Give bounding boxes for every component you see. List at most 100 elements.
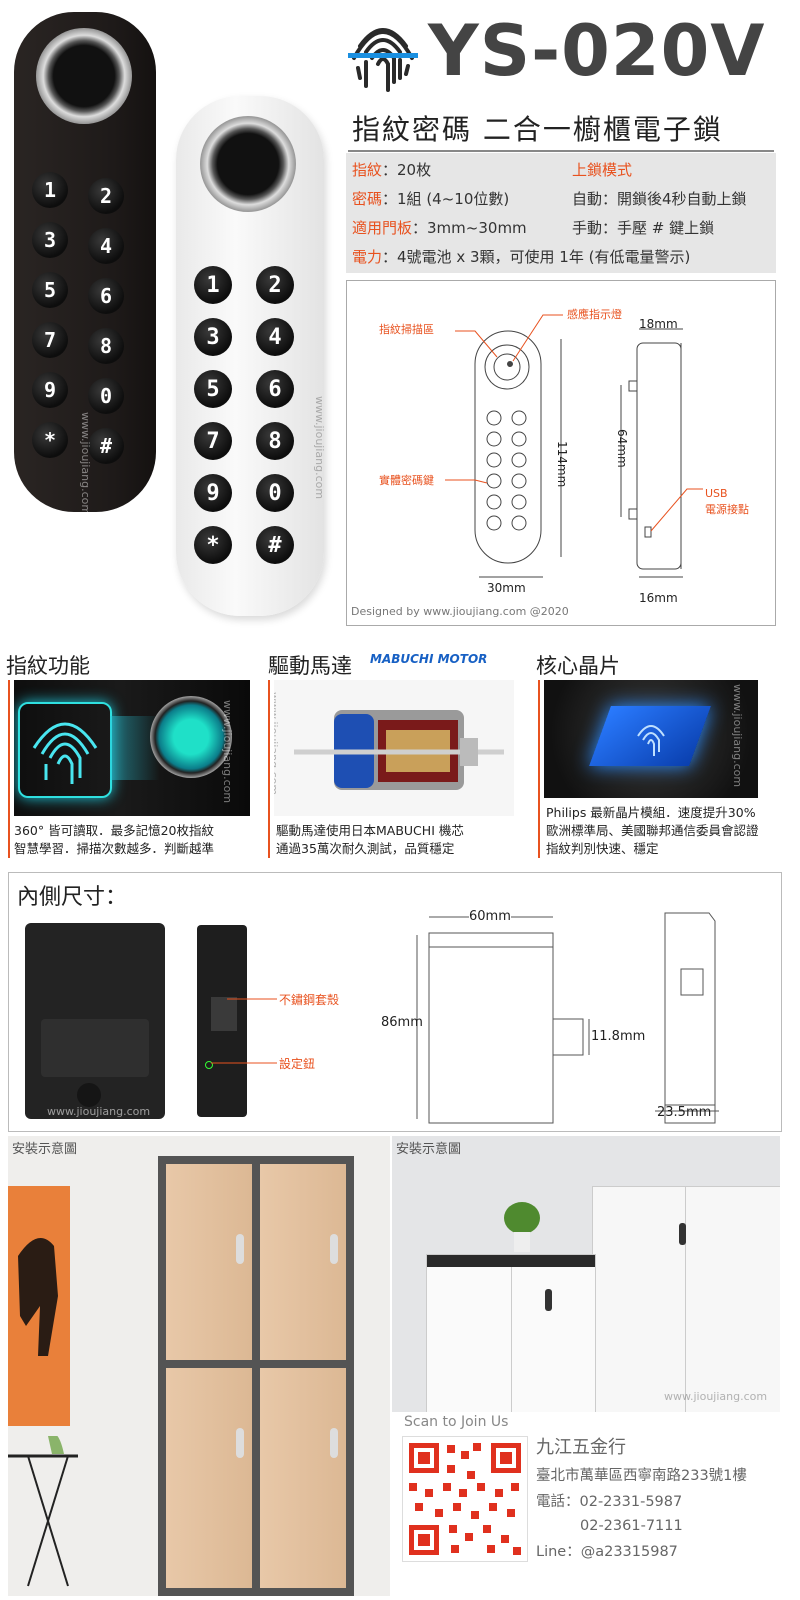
keypad-key: 1: [194, 266, 232, 304]
keypad-key: 8: [256, 422, 294, 460]
sensor-glow: [150, 696, 232, 778]
lock-device: [330, 1234, 338, 1264]
spec-lock-auto: 自動：開鎖後4秒自動上鎖: [572, 190, 747, 208]
scan-to-join-label: Scan to Join Us: [404, 1414, 509, 1430]
keypad-key: #: [88, 428, 124, 464]
qr-code[interactable]: [402, 1436, 528, 1562]
product-subtitle: 指紋密碼 二合一櫥櫃電子鎖: [352, 113, 723, 146]
screw-hole: [77, 1083, 101, 1107]
side-table: [8, 1433, 108, 1596]
fingerprint-sensor: [36, 28, 132, 124]
design-credit: Designed by www.jioujiang.com @2020: [351, 605, 569, 618]
lock-device: [236, 1234, 244, 1264]
fingerprint-icon: [348, 12, 418, 96]
accent-bar: [538, 680, 540, 858]
motor-illustration: [294, 710, 504, 790]
label-indicator: 感應指示燈: [567, 308, 622, 321]
label-scan-area: 指紋掃描區: [379, 323, 434, 336]
install-caption: 安裝示意圖: [396, 1142, 462, 1157]
inner-callouts: [211, 912, 719, 1124]
store-name: 九江五金行: [536, 1437, 626, 1458]
feature-line: 360° 皆可讀取．最多記憶20枚指紋: [14, 823, 214, 838]
spec-panel: 指紋：20枚 密碼：1組 (4~10位數) 適用門板：3mm~30mm 電力：4…: [346, 153, 776, 273]
keypad-key: 7: [32, 322, 68, 358]
feature-line: 歐洲標準局、美國聯邦通信委員會認證: [546, 823, 759, 838]
tall-cabinet: [592, 1186, 780, 1412]
keypad-key: *: [32, 422, 68, 458]
accent-bar: [8, 680, 10, 858]
store-address: 臺北市萬華區西寧南路233號1樓: [536, 1468, 747, 1484]
cabinet-top: [427, 1255, 595, 1267]
store-line-id: Line：@a23315987: [536, 1544, 678, 1560]
inner-size-title: 內側尺寸：: [17, 885, 128, 910]
spec-power: 電力：4號電池 x 3顆，可使用 1年 (有低電量警示): [352, 246, 690, 267]
locker-door: [260, 1164, 346, 1360]
watermark: www.jioujiang.com: [664, 1390, 768, 1403]
feature-line: 智慧學習．掃描次數越多．判斷越準: [14, 841, 215, 856]
dim-114mm: 114mm: [555, 441, 569, 488]
steel-case: [211, 997, 237, 1031]
keypad-key: 4: [256, 318, 294, 356]
locker-door: [166, 1368, 252, 1588]
label-settings-button: 設定鈕: [279, 1057, 316, 1071]
feature-image-fingerprint: www.jioujiang.com: [14, 680, 250, 816]
low-cabinet: [426, 1254, 596, 1412]
spec-password: 密碼：1組 (4~10位數): [352, 188, 509, 209]
spec-door: 適用門板：3mm~30mm: [352, 217, 527, 238]
install-photo-locker: 安裝示意圖: [8, 1136, 390, 1596]
keypad-key: *: [194, 526, 232, 564]
dim-11-8mm: 11.8mm: [591, 1029, 646, 1044]
spec-label: 電力: [352, 248, 383, 266]
white-lock-image: 1 2 3 4 5 6 7 8 9 0 * # www.jioujiang.co…: [176, 96, 326, 616]
locker-cabinet: [158, 1156, 354, 1596]
inner-housing-image: www.jioujiang.com: [25, 923, 165, 1119]
keypad-key: 6: [88, 278, 124, 314]
keypad-key: 9: [194, 474, 232, 512]
spec-label: 指紋: [352, 161, 383, 179]
feature-text-motor: 驅動馬達使用日本MABUCHI 機芯 通過35萬次耐久測試，品質穩定: [276, 822, 464, 858]
lock-device: [236, 1428, 244, 1458]
fingerprint-scan-icon: [18, 702, 112, 798]
spec-value: ：20枚: [382, 161, 432, 179]
keypad-key: 0: [256, 474, 294, 512]
dim-64mm: 64mm: [615, 429, 629, 468]
inner-side-image: [197, 925, 247, 1117]
spec-label: 密碼: [352, 190, 383, 208]
keypad-key: 5: [32, 272, 68, 308]
product-model-title: YS-020V: [428, 10, 766, 92]
keypad-key: 4: [88, 228, 124, 264]
lock-device: [330, 1428, 338, 1458]
dim-30mm: 30mm: [487, 581, 526, 595]
feature-text-chip: Philips 最新晶片模組．速度提升30% 歐洲標準局、美國聯邦通信委員會認證…: [546, 804, 759, 858]
watermark: www.jioujiang.com: [221, 700, 234, 804]
dim-18mm: 18mm: [639, 317, 678, 331]
label-usb: USB: [705, 487, 728, 500]
label-power-contact: 電源接點: [705, 503, 749, 516]
watermark: www.jioujiang.com: [313, 396, 326, 500]
feature-text-fingerprint: 360° 皆可讀取．最多記憶20枚指紋 智慧學習．掃描次數越多．判斷越準: [14, 822, 214, 858]
keypad-key: 3: [32, 222, 68, 258]
keypad-key: 7: [194, 422, 232, 460]
install-caption: 安裝示意圖: [12, 1142, 78, 1157]
feature-line: 通過35萬次耐久測試，品質穩定: [276, 841, 455, 856]
lock-device: [679, 1223, 686, 1245]
feature-image-motor: www.jioujiang.com: [274, 680, 514, 816]
battery-cover: [41, 1019, 149, 1077]
keypad-key: 9: [32, 372, 68, 408]
label-steel-case: 不鏽鋼套殼: [279, 993, 340, 1007]
watermark: www.jioujiang.com: [79, 412, 92, 516]
door-gap: [511, 1267, 512, 1412]
locker-door: [260, 1368, 346, 1588]
door-gap: [685, 1187, 686, 1412]
dim-23-5mm: 23.5mm: [657, 1105, 712, 1120]
lock-device: [545, 1289, 552, 1311]
dim-60mm: 60mm: [469, 909, 511, 924]
keypad-key: 2: [256, 266, 294, 304]
spec-value: ：4號電池 x 3顆，可使用 1年 (有低電量警示): [382, 248, 691, 266]
keypad-key: 2: [88, 178, 124, 214]
install-photo-cabinet: 安裝示意圖 www.jioujiang.com: [392, 1136, 780, 1412]
store-phone-2: 02-2361-7111: [580, 1518, 683, 1534]
feature-line: 指紋判別快速、穩定: [546, 841, 659, 856]
fingerprint-chip-icon: [626, 710, 676, 760]
accent-bar: [268, 680, 270, 858]
